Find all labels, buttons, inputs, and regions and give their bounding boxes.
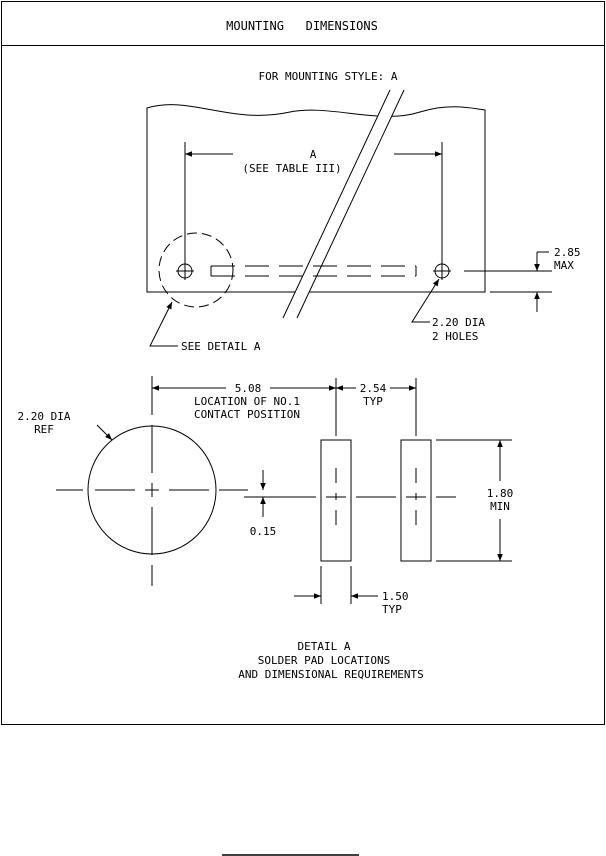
pad-width-label: TYP bbox=[382, 603, 402, 616]
detail-caption-title: DETAIL A bbox=[298, 640, 351, 653]
dimension-a-label: A bbox=[310, 148, 317, 161]
solder-pad-rect-1 bbox=[320, 439, 352, 562]
max-height-label: MAX bbox=[554, 259, 574, 272]
pad-diameter-label: 2.20 DIA bbox=[18, 410, 71, 423]
detail-caption-line-2: SOLDER PAD LOCATIONS bbox=[258, 654, 390, 667]
dimension-a bbox=[184, 142, 443, 262]
detail-a-circle bbox=[158, 232, 234, 308]
pad-diameter-leader bbox=[96, 424, 113, 441]
see-detail-a-label: SEE DETAIL A bbox=[181, 340, 261, 353]
pad-pitch-value: 2.54 bbox=[360, 382, 387, 395]
max-height-dimension bbox=[464, 251, 552, 312]
break-lines bbox=[282, 89, 405, 319]
hole-diameter-label: 2.20 DIA bbox=[432, 316, 485, 329]
pad-height-dimension bbox=[436, 439, 512, 562]
max-height-value: 2.85 bbox=[554, 246, 581, 259]
mounting-board bbox=[146, 104, 486, 293]
pad-height-value: 1.80 bbox=[487, 487, 514, 500]
hole-leader bbox=[411, 278, 440, 323]
solder-pad-rect-2 bbox=[400, 439, 432, 562]
mounting-hole-right bbox=[433, 262, 451, 280]
mounting-hole-left bbox=[176, 262, 194, 280]
pad-height-label: MIN bbox=[490, 500, 510, 513]
dimension-a-note: (SEE TABLE III) bbox=[242, 162, 341, 175]
pad-width-dimension bbox=[294, 566, 378, 604]
center-offset-dimension bbox=[244, 470, 274, 517]
detail-a-leader bbox=[149, 301, 178, 347]
pad-width-value: 1.50 bbox=[382, 590, 409, 603]
pad-ref-label: REF bbox=[34, 423, 54, 436]
center-offset-value: 0.15 bbox=[250, 525, 277, 538]
contact-location-label-1: LOCATION OF NO.1 bbox=[194, 395, 300, 408]
page-title: MOUNTING DIMENSIONS bbox=[226, 19, 378, 33]
contact-location-dimension bbox=[152, 378, 417, 436]
solder-pad-circle bbox=[56, 376, 248, 586]
mounting-style-label: FOR MOUNTING STYLE: A bbox=[258, 70, 397, 83]
drawing-border bbox=[1, 1, 605, 725]
pad-pitch-label: TYP bbox=[363, 395, 383, 408]
hole-count-label: 2 HOLES bbox=[432, 330, 478, 343]
contact-location-label-2: CONTACT POSITION bbox=[194, 408, 300, 421]
contact-location-value: 5.08 bbox=[235, 382, 262, 395]
detail-caption-line-3: AND DIMENSIONAL REQUIREMENTS bbox=[238, 668, 423, 681]
pad-slot bbox=[210, 265, 417, 277]
